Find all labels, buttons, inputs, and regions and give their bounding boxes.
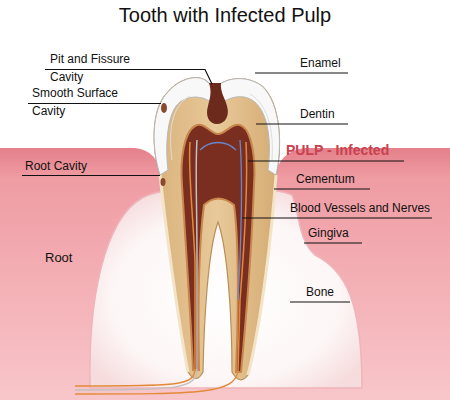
part-label: PULP - Infected [286, 142, 389, 159]
part-label: Smooth Surface Cavity [32, 84, 132, 120]
root-cavity [161, 178, 166, 186]
smooth-surface-cavity [161, 103, 167, 113]
label-slot: Root Cavity [25, 158, 87, 174]
part-label: Dentin [300, 106, 335, 122]
label-slot: PULP - Infected [286, 142, 389, 159]
label-slot: Bone [306, 284, 334, 300]
leader-line [304, 242, 362, 243]
label-slot: Dentin [300, 106, 335, 122]
label-slot: Enamel [300, 55, 341, 71]
leader-line [255, 72, 348, 73]
label-slot: Pit and Fissure Cavity [50, 50, 145, 86]
diagram-title: Tooth with Infected Pulp [0, 4, 450, 27]
label-slot: Smooth Surface Cavity [32, 84, 132, 120]
leader-line [248, 160, 404, 161]
vessel [75, 142, 247, 394]
vessel [75, 142, 195, 386]
part-label: Enamel [300, 55, 341, 71]
label-slot: Gingiva [308, 225, 349, 241]
label-slot: Cementum [296, 171, 355, 187]
part-label: Cementum [296, 171, 355, 187]
part-label: Pit and Fissure Cavity [50, 50, 145, 86]
leader-line [22, 175, 160, 176]
leader-line [274, 188, 370, 189]
leader-line [290, 301, 350, 302]
tooth-body [154, 78, 279, 380]
part-label: Gingiva [308, 225, 349, 241]
leader-line [28, 103, 161, 104]
pit-cavity [207, 83, 228, 124]
leader-line [242, 217, 432, 218]
leader-line [256, 123, 348, 124]
part-label: Bone [306, 284, 334, 300]
part-label: Blood Vessels and Nerves [290, 200, 430, 216]
label-slot: Root [45, 250, 72, 266]
nerve [75, 140, 197, 390]
label-slot: Blood Vessels and Nerves [290, 200, 430, 216]
part-label: Root [45, 250, 72, 266]
vessel [238, 140, 241, 300]
vessel [200, 143, 236, 151]
part-label: Root Cavity [25, 158, 87, 174]
